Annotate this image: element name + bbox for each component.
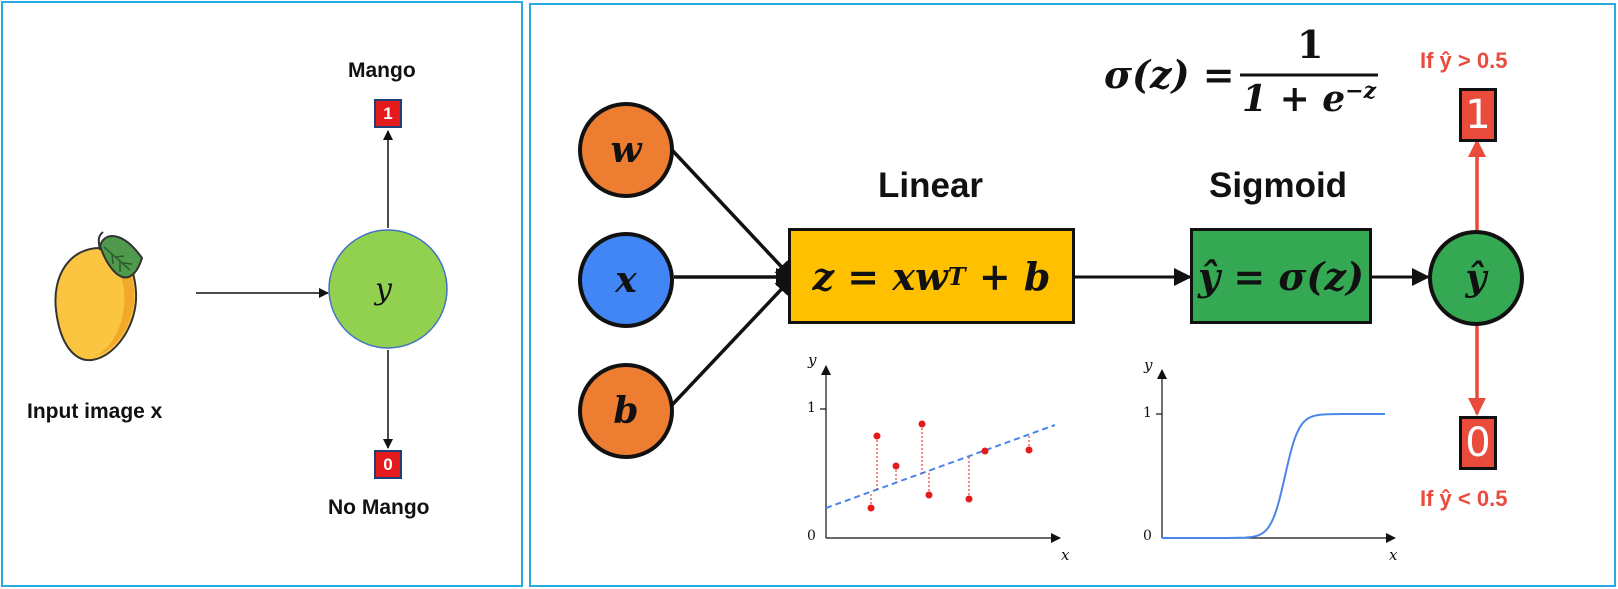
linear-formula-base: z = xw [812,253,948,299]
linear-plot-xlabel: x [1061,546,1070,564]
w-input-label: w [610,129,642,171]
output-zero-box: 0 [374,450,402,479]
sigmoid-formula: ŷ = σ(z) [1198,253,1364,299]
mango-icon [54,231,144,362]
data-point [925,491,933,499]
no-mango-label: No Mango [328,496,430,519]
sigmoid-plot [1156,369,1396,543]
mango-label: Mango [348,59,416,82]
sigmoid-plot-xlabel: x [1389,546,1398,564]
data-point [867,504,875,512]
data-point [873,432,881,440]
b-input-node: b [578,363,674,459]
b-edge [670,276,794,407]
formula-lhs: σ(z) = [1104,52,1235,97]
linear-fit-line [825,424,1056,509]
sigmoid-block: ŷ = σ(z) [1190,228,1372,324]
condition-top: If ŷ > 0.5 [1420,48,1508,73]
data-point [918,420,926,428]
sigmoid-plot-tick-1: 1 [1143,405,1152,421]
w-edge [670,148,794,280]
y-hat-output-node: ŷ [1428,230,1524,326]
output-one-box: 1 [374,99,402,128]
linear-plot-tick-0: 0 [807,528,816,544]
sigmoid-plot-ylabel: y [1144,356,1153,374]
y-node [328,229,448,349]
data-point [981,447,989,455]
linear-formula-tail: + b [965,253,1051,299]
formula-numerator: 1 [1297,22,1324,67]
linear-title: Linear [878,166,984,205]
data-point [892,462,900,470]
formula-exponent: −z [1345,78,1377,104]
x-input-node: x [578,232,674,328]
linear-formula-sup: T [947,261,966,291]
formula-denominator-base: 1 + e [1242,78,1346,120]
formula-denominator: 1 + e−z [1242,78,1376,120]
sigmoid-plot-tick-0: 0 [1143,528,1152,544]
condition-bottom: If ŷ < 0.5 [1420,486,1508,511]
output-one-big: 1 [1459,88,1497,142]
linear-plot-ylabel: y [808,351,817,369]
sigmoid-title: Sigmoid [1209,166,1348,205]
w-input-node: w [578,102,674,198]
x-input-label: x [615,259,637,301]
data-point [1025,446,1033,454]
sigmoid-curve [1162,413,1385,539]
y-node-label: y [375,272,392,307]
y-hat-output-label: ŷ [1465,257,1487,299]
b-input-label: b [613,390,639,432]
data-point [965,495,973,503]
input-image-label: Input image x [27,400,163,423]
output-zero-big: 0 [1459,416,1497,470]
linear-plot-tick-1: 1 [807,400,816,416]
linear-plot [820,365,1061,543]
